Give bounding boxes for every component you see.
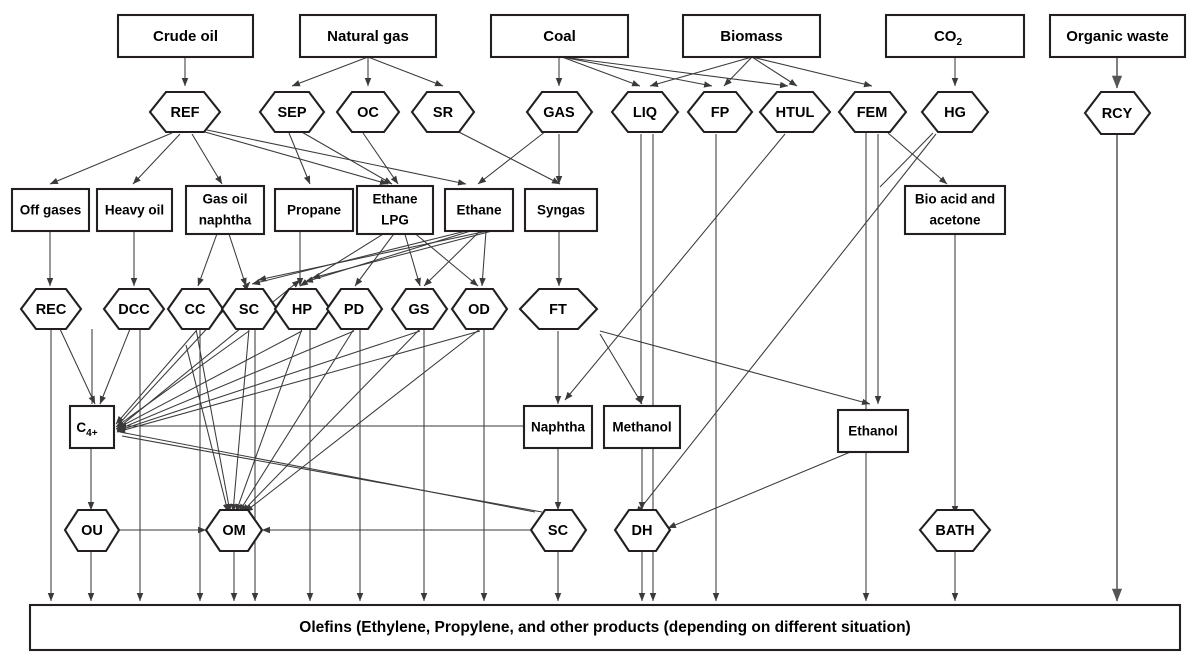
process-fem[interactable]: FEM (837, 90, 908, 134)
process-label: BATH (935, 523, 974, 539)
intermediate-bio-acid-and-acetone[interactable]: Bio acid and acetone (903, 184, 1007, 236)
process-od[interactable]: OD (450, 287, 509, 331)
intermediate-ethane-lpg[interactable]: Ethane LPG (355, 184, 435, 236)
process-label: OC (357, 105, 379, 121)
svg-text:C4+: C4+ (76, 420, 97, 439)
process-label: FEM (857, 105, 888, 121)
process-sep[interactable]: SEP (258, 90, 326, 134)
process-gas[interactable]: GAS (525, 90, 594, 134)
process-ou[interactable]: OU (63, 508, 121, 553)
intermediate-label: Naphtha (531, 420, 585, 435)
feedstock-label: Natural gas (327, 28, 409, 45)
feedstock-coal[interactable]: Coal (489, 13, 630, 59)
process-label: OM (222, 523, 245, 539)
process-label: GS (409, 302, 430, 318)
process-rcy[interactable]: RCY (1083, 90, 1152, 136)
intermediate-label-line1: Bio acid and (915, 192, 995, 207)
process-oc[interactable]: OC (335, 90, 401, 134)
process-label: HG (944, 105, 966, 121)
feedstock-natural-gas[interactable]: Natural gas (298, 13, 438, 59)
process-dcc[interactable]: DCC (102, 287, 166, 331)
process-pd[interactable]: PD (325, 287, 384, 331)
process-hp[interactable]: HP (273, 287, 332, 331)
process-ft[interactable]: FT (518, 287, 599, 331)
intermediate-label: Methanol (612, 420, 671, 435)
intermediate-label-line1: Ethane (372, 192, 418, 207)
intermediate-label: Off gases (20, 203, 82, 218)
process-label: DH (632, 523, 653, 539)
intermediate-heavy-oil[interactable]: Heavy oil (95, 187, 174, 233)
feedstock-label: Biomass (720, 28, 783, 45)
process-label: CC (185, 302, 206, 318)
process-label: RCY (1102, 106, 1133, 122)
process-label: REC (36, 302, 67, 318)
process-label: SC (548, 523, 569, 539)
process-label: FT (549, 302, 567, 318)
process-label: REF (171, 105, 200, 121)
process-htul[interactable]: HTUL (758, 90, 832, 134)
process-dh[interactable]: DH (613, 508, 672, 553)
intermediate-methanol[interactable]: Methanol (602, 404, 682, 450)
edges-layer (46, 56, 1123, 602)
process-gs[interactable]: GS (390, 287, 449, 331)
feedstock-label: Organic waste (1066, 28, 1169, 45)
process-label: DCC (118, 302, 150, 318)
feedstock-label: Coal (543, 28, 576, 45)
intermediate-naphtha[interactable]: Naphtha (522, 404, 594, 450)
process-rec[interactable]: REC (19, 287, 83, 331)
intermediate-syngas[interactable]: Syngas (523, 187, 599, 233)
process-hg[interactable]: HG (920, 90, 990, 134)
process-liq[interactable]: LIQ (610, 90, 680, 134)
process-sc-mid[interactable]: SC (220, 287, 279, 331)
process-label: SC (239, 302, 260, 318)
intermediate-ethane[interactable]: Ethane (443, 187, 515, 233)
intermediate-ethanol[interactable]: Ethanol (836, 408, 910, 454)
intermediate-label: Heavy oil (105, 203, 164, 218)
process-om[interactable]: OM (204, 508, 264, 553)
process-label: FP (711, 105, 730, 121)
process-label: SEP (277, 105, 306, 121)
process-label: HP (292, 302, 312, 318)
feedstock-organic-waste[interactable]: Organic waste (1048, 13, 1187, 59)
intermediate-label: Syngas (537, 203, 585, 218)
feedstock-crude-oil[interactable]: Crude oil (116, 13, 255, 59)
process-fp[interactable]: FP (686, 90, 754, 134)
intermediate-label: Ethanol (848, 424, 898, 439)
process-bath[interactable]: BATH (918, 508, 992, 553)
process-sc-low[interactable]: SC (529, 508, 588, 553)
feedstock-label: CO (934, 28, 957, 45)
intermediate-propane[interactable]: Propane (273, 187, 355, 233)
process-sr[interactable]: SR (410, 90, 476, 134)
process-ref[interactable]: REF (148, 90, 222, 134)
svg-text:CO2: CO2 (934, 28, 963, 48)
intermediate-label-line2: naphtha (199, 213, 252, 228)
feedstock-co2[interactable]: CO2 (884, 13, 1026, 59)
intermediate-label: C (76, 420, 86, 435)
process-label: LIQ (633, 105, 657, 121)
final-product-bar[interactable]: Olefins (Ethylene, Propylene, and other … (28, 603, 1182, 652)
process-label: PD (344, 302, 364, 318)
feedstock-subscript: 2 (956, 37, 962, 48)
process-label: HTUL (776, 105, 815, 121)
intermediate-gas-oil-naphtha[interactable]: Gas oil naphtha (184, 184, 266, 236)
intermediate-label-line1: Gas oil (202, 192, 247, 207)
intermediate-label-line2: acetone (929, 213, 981, 228)
intermediate-label: Ethane (456, 203, 502, 218)
process-label: OD (468, 302, 490, 318)
process-label: OU (81, 523, 103, 539)
intermediate-label-line2: LPG (381, 213, 409, 228)
process-cc[interactable]: CC (166, 287, 225, 331)
final-product-label: Olefins (Ethylene, Propylene, and other … (299, 619, 910, 636)
feedstock-biomass[interactable]: Biomass (681, 13, 822, 59)
intermediate-c4plus[interactable]: C4+ (68, 404, 116, 450)
intermediate-subscript: 4+ (86, 428, 98, 439)
intermediate-off-gases[interactable]: Off gases (10, 187, 91, 233)
feedstock-label: Crude oil (153, 28, 218, 45)
process-label: GAS (543, 105, 575, 121)
intermediate-label: Propane (287, 203, 342, 218)
process-label: SR (433, 105, 454, 121)
